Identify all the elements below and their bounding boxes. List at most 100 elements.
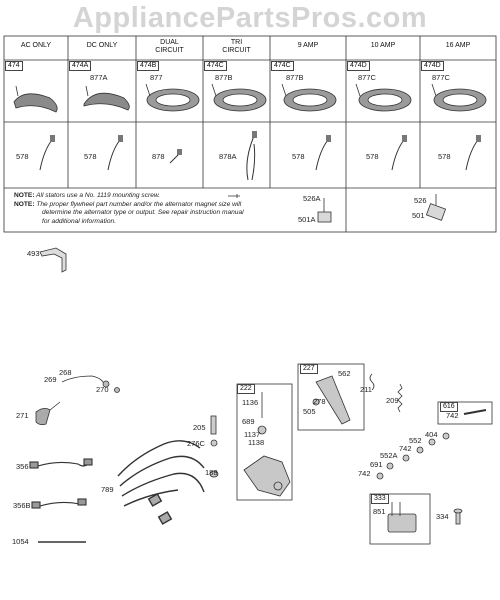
group-box-222	[236, 383, 293, 501]
washer-552a	[402, 454, 410, 462]
part-label-205: 205	[193, 423, 206, 432]
part-label-552: 552	[409, 436, 422, 445]
switch-271	[35, 401, 61, 426]
group-tag-222: 222	[237, 384, 255, 394]
part-label-689: 689	[242, 417, 255, 426]
table-grid	[3, 35, 497, 233]
header-16-amp: 16 AMP	[445, 42, 471, 49]
part-label-742c: 742	[358, 469, 371, 478]
stator-ref-dc: 474A	[69, 61, 92, 71]
stator-ref-tri: 474C	[204, 61, 227, 71]
stator-label-10amp: 877C	[358, 73, 376, 82]
stator-label-9amp: 877B	[286, 73, 304, 82]
nut-188	[209, 470, 219, 478]
lever-616	[463, 409, 487, 415]
washer-276c	[210, 439, 218, 447]
nut-691	[386, 462, 394, 470]
wire-878a	[246, 135, 256, 181]
part-label-404: 404	[425, 430, 438, 439]
nut-742c	[376, 472, 384, 480]
stator-tri-circuit	[213, 88, 267, 112]
stator-ac-only	[13, 93, 58, 113]
wire-label-9amp: 578	[292, 152, 305, 161]
wire-578-dc	[107, 139, 121, 171]
part-label-278: 278	[313, 397, 326, 406]
part-label-789: 789	[101, 485, 114, 494]
module-501a	[317, 211, 332, 223]
spring-211	[369, 373, 375, 391]
group-box-616	[437, 401, 493, 425]
header-dc-only: DC ONLY	[86, 42, 118, 49]
throttle-bracket-227	[312, 375, 351, 425]
harness-789	[117, 440, 205, 525]
stator-10amp	[358, 88, 412, 112]
header-10-amp: 10 AMP	[370, 42, 396, 49]
part-label-1054: 1054	[12, 537, 29, 546]
stator-label-dual: 877	[150, 73, 163, 82]
wire-label-dc: 578	[84, 152, 97, 161]
header-ac-only: AC ONLY	[20, 42, 52, 49]
stator-16amp	[433, 88, 487, 112]
part-label-271: 271	[16, 411, 29, 420]
part-label-1137: 1137	[244, 430, 261, 439]
part-label-552a: 552A	[380, 451, 398, 460]
part-label-269: 269	[44, 375, 57, 384]
part-label-742b: 742	[399, 444, 412, 453]
nut-742b	[416, 446, 424, 454]
washer-552	[428, 438, 436, 446]
choke-assembly-333	[387, 502, 417, 533]
part-label-356b: 356B	[13, 501, 31, 510]
part-label-270: 270	[96, 385, 109, 394]
wire-578-10amp	[391, 139, 405, 171]
part-label-356: 356	[16, 462, 29, 471]
stator-ref-9amp: 474C	[271, 61, 294, 71]
part-526a: 526A	[303, 194, 321, 203]
wire-label-ac: 578	[16, 152, 29, 161]
part-label-268: 268	[59, 368, 72, 377]
wire-578-9amp	[315, 139, 329, 171]
screw-icon	[228, 194, 240, 198]
part-label-562: 562	[338, 369, 351, 378]
stator-ref-16amp: 474D	[421, 61, 444, 71]
wire-578-ac	[39, 139, 53, 171]
stator-ref-ac: 474	[5, 61, 23, 71]
stator-ref-dual: 474B	[137, 61, 160, 71]
part-label-334: 334	[436, 512, 449, 521]
part-501a: 501A	[298, 215, 316, 224]
wire-578-16amp	[465, 139, 479, 171]
part-501: 501	[412, 211, 425, 220]
wire-268-assembly	[61, 375, 120, 393]
watermark-text: AppliancePartsPros.com	[72, 2, 428, 34]
note-line-2: NOTE: The proper flywheel part number an…	[14, 201, 244, 225]
washer-404	[442, 432, 450, 440]
module-501	[425, 203, 447, 221]
wire-label-tri: 878A	[219, 152, 237, 161]
wire-label-10amp: 578	[366, 152, 379, 161]
cable-356b	[31, 498, 87, 509]
bracket-493	[39, 247, 67, 273]
group-box-333	[369, 493, 431, 545]
stator-9amp	[283, 88, 337, 112]
stator-label-dc: 877A	[90, 73, 108, 82]
wire-label-16amp: 578	[438, 152, 451, 161]
screw-334	[453, 508, 463, 525]
stator-label-tri: 877B	[215, 73, 233, 82]
header-9-amp: 9 AMP	[297, 42, 319, 49]
spring-209	[397, 383, 403, 413]
group-tag-333: 333	[371, 494, 389, 504]
stator-label-16amp: 877C	[432, 73, 450, 82]
governor-control-222	[243, 392, 291, 497]
stator-ref-10amp: 474D	[347, 61, 370, 71]
stud-205	[210, 415, 217, 435]
part-label-493: 493	[27, 249, 40, 258]
part-label-742a: 742	[446, 411, 459, 420]
part-label-505: 505	[303, 407, 316, 416]
stator-dc-only	[83, 92, 130, 111]
group-box-227	[297, 363, 365, 431]
wire-label-dual: 878	[152, 152, 165, 161]
part-label-209: 209	[386, 396, 399, 405]
part-label-1138: 1138	[248, 438, 265, 447]
